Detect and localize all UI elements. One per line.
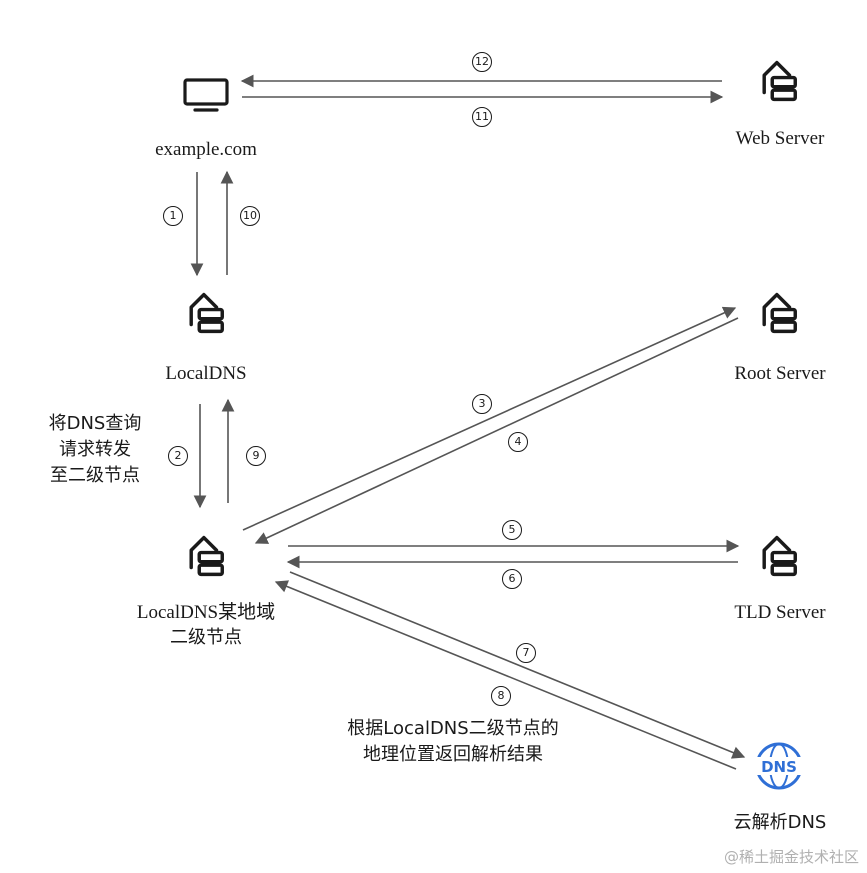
localdns-server-icon (189, 292, 224, 334)
monitor-icon (183, 78, 229, 112)
watermark: @稀土掘金技术社区 (723, 848, 859, 866)
web-server-icon (762, 60, 797, 102)
step-badge-8: 8 (491, 686, 511, 706)
step-badge-10: 10 (240, 206, 260, 226)
step-badge-12: 12 (472, 52, 492, 72)
step-badge-2: 2 (168, 446, 188, 466)
arrow-step-3 (242, 306, 737, 531)
geo-annotation-line1: 根据LocalDNS二级节点的 (347, 718, 559, 739)
forward-annotation-line2: 请求转发 (59, 439, 131, 460)
web-server-label: Web Server (735, 128, 825, 149)
geo-annotation-line2: 地理位置返回解析结果 (363, 744, 543, 765)
step-badge-5: 5 (502, 520, 522, 540)
regional-node-label-line2: 二级节点 (170, 627, 242, 648)
forward-annotation-line1: 将DNS查询 (48, 413, 142, 434)
svg-text:DNS: DNS (761, 758, 797, 776)
tld-server-label: TLD Server (734, 602, 826, 623)
dns-globe-icon: DNS (754, 742, 804, 790)
regional-node-server-icon (189, 535, 224, 577)
forward-annotation-line3: 至二级节点 (50, 465, 140, 486)
arrow-step-8 (274, 580, 737, 770)
step-badge-9: 9 (246, 446, 266, 466)
cloud-dns-label: 云解析DNS (733, 812, 827, 833)
localdns-label: LocalDNS (165, 363, 247, 384)
arrow-step-4 (254, 317, 739, 544)
client-label: example.com (155, 139, 257, 160)
step-badge-6: 6 (502, 569, 522, 589)
regional-node-label-line1: LocalDNS某地域 (136, 602, 276, 623)
step-badge-3: 3 (472, 394, 492, 414)
step-badge-4: 4 (508, 432, 528, 452)
arrow-step-7 (289, 571, 746, 759)
step-badge-7: 7 (516, 643, 536, 663)
root-server-icon (762, 292, 797, 334)
step-badge-1: 1 (163, 206, 183, 226)
step-badge-11: 11 (472, 107, 492, 127)
tld-server-icon (762, 535, 797, 577)
root-server-label: Root Server (734, 363, 826, 384)
